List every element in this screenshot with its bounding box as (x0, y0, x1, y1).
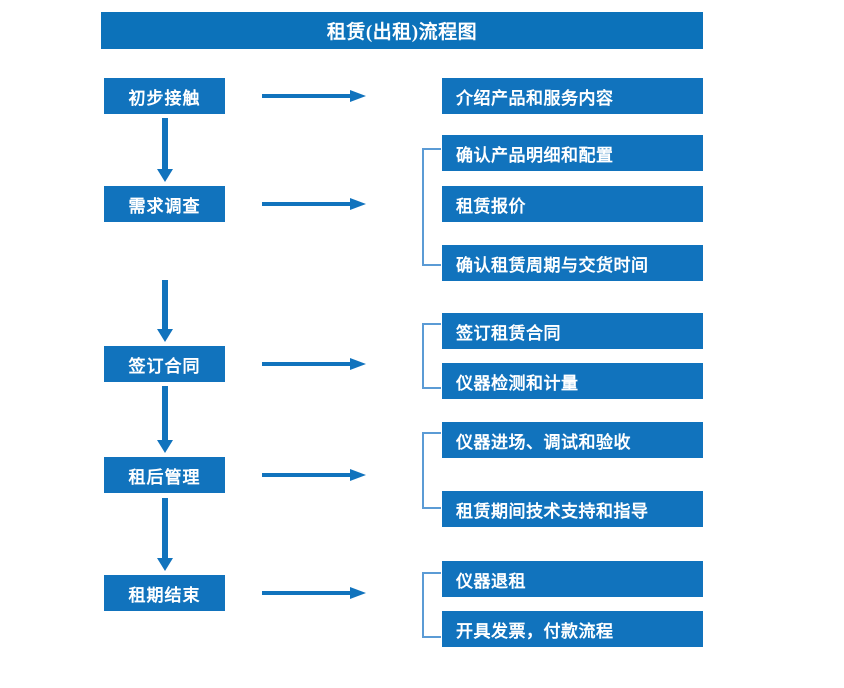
detail-box-7[interactable]: 仪器进场、调试和验收 (442, 422, 703, 458)
vertical-arrow-icon-4 (157, 498, 173, 571)
detail-box-2[interactable]: 确认产品明细和配置 (442, 135, 703, 171)
horizontal-arrow-icon-1 (262, 87, 366, 105)
detail-box-10[interactable]: 开具发票，付款流程 (442, 611, 703, 647)
vertical-arrow-icon-1 (157, 118, 173, 182)
horizontal-arrow-icon-3 (262, 355, 366, 373)
detail-box-9[interactable]: 仪器退租 (442, 561, 703, 597)
detail-box-1[interactable]: 介绍产品和服务内容 (442, 78, 703, 114)
detail-box-8[interactable]: 租赁期间技术支持和指导 (442, 491, 703, 527)
group-bracket-1 (422, 148, 441, 266)
horizontal-arrow-icon-5 (262, 584, 366, 602)
detail-box-5[interactable]: 签订租赁合同 (442, 313, 703, 349)
detail-box-6[interactable]: 仪器检测和计量 (442, 363, 703, 399)
stage-box-5[interactable]: 租期结束 (104, 575, 225, 611)
vertical-arrow-icon-2 (157, 280, 173, 342)
stage-box-4[interactable]: 租后管理 (104, 457, 225, 493)
group-bracket-2 (422, 323, 441, 389)
page-title: 租赁(出租)流程图 (101, 12, 703, 49)
stage-box-1[interactable]: 初步接触 (104, 78, 225, 114)
vertical-arrow-icon-3 (157, 386, 173, 453)
group-bracket-4 (422, 572, 441, 638)
group-bracket-3 (422, 432, 441, 509)
stage-box-2[interactable]: 需求调查 (104, 186, 225, 222)
horizontal-arrow-icon-2 (262, 195, 366, 213)
stage-box-3[interactable]: 签订合同 (104, 346, 225, 382)
detail-box-3[interactable]: 租赁报价 (442, 186, 703, 222)
horizontal-arrow-icon-4 (262, 466, 366, 484)
detail-box-4[interactable]: 确认租赁周期与交货时间 (442, 245, 703, 281)
